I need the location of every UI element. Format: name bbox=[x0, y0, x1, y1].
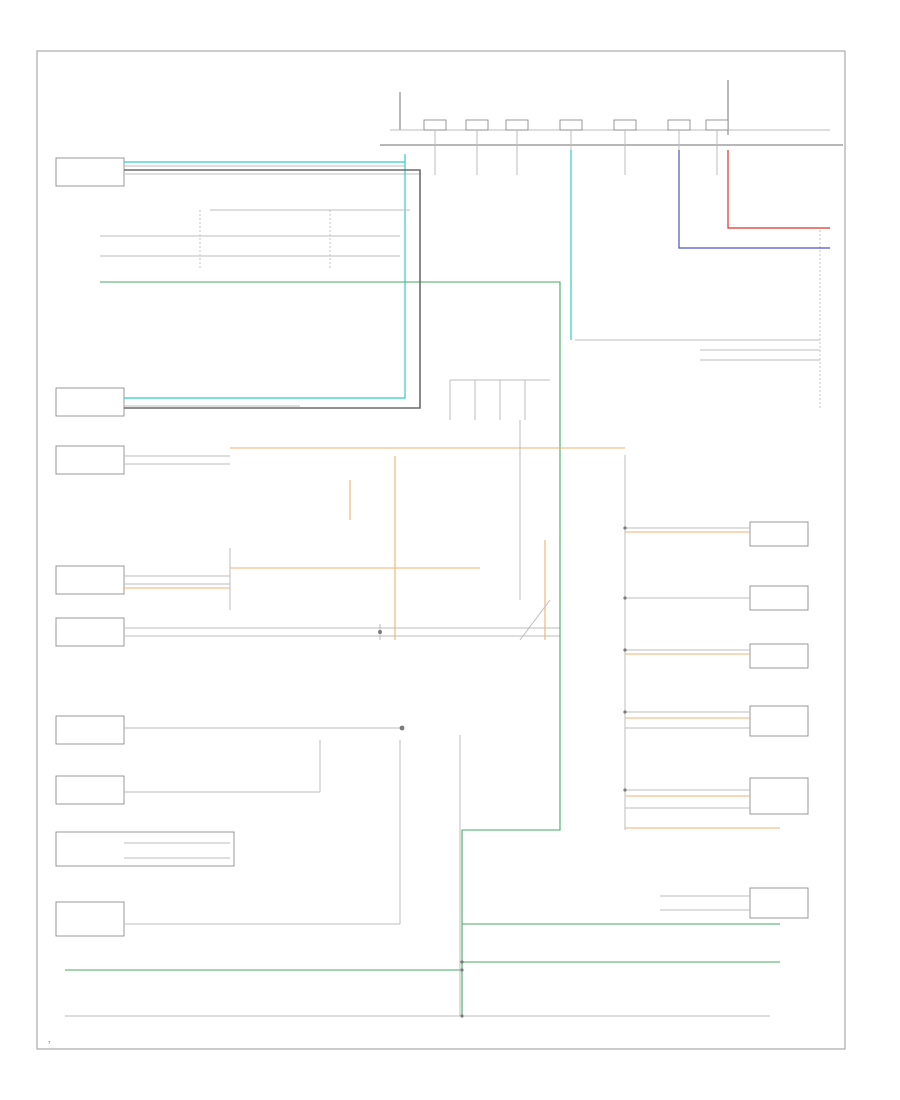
fuse-row bbox=[423, 119, 729, 131]
module-left-6 bbox=[55, 617, 560, 647]
power-distribution-center bbox=[380, 80, 843, 175]
wire-blue bbox=[678, 150, 830, 249]
module-left-10 bbox=[55, 740, 401, 937]
wire-green bbox=[65, 281, 780, 1016]
module-left-9 bbox=[55, 831, 235, 867]
module-left-2 bbox=[100, 210, 400, 268]
diagram-frame bbox=[36, 50, 846, 1050]
module-left-5 bbox=[55, 565, 230, 595]
module-left-7 bbox=[55, 715, 400, 745]
splice-points bbox=[378, 526, 627, 1018]
wire-cyan bbox=[124, 150, 572, 399]
module-right-2 bbox=[749, 585, 809, 611]
module-left-1 bbox=[55, 157, 420, 187]
module-right-3 bbox=[749, 643, 809, 669]
module-left-3 bbox=[55, 387, 300, 417]
misc-wiring bbox=[210, 209, 820, 1016]
module-right-6 bbox=[749, 887, 809, 919]
footer-id: 7 bbox=[48, 1040, 51, 1045]
module-right-1 bbox=[749, 521, 809, 547]
fuse-drops bbox=[434, 130, 718, 175]
module-right-4 bbox=[749, 705, 809, 737]
module-left-8 bbox=[55, 740, 321, 805]
wire-red bbox=[727, 150, 830, 229]
wire-orange bbox=[124, 447, 780, 829]
module-right-5 bbox=[749, 777, 809, 815]
right-branches bbox=[625, 527, 750, 911]
wire-darkgray bbox=[124, 169, 421, 409]
module-left-4 bbox=[55, 445, 230, 475]
